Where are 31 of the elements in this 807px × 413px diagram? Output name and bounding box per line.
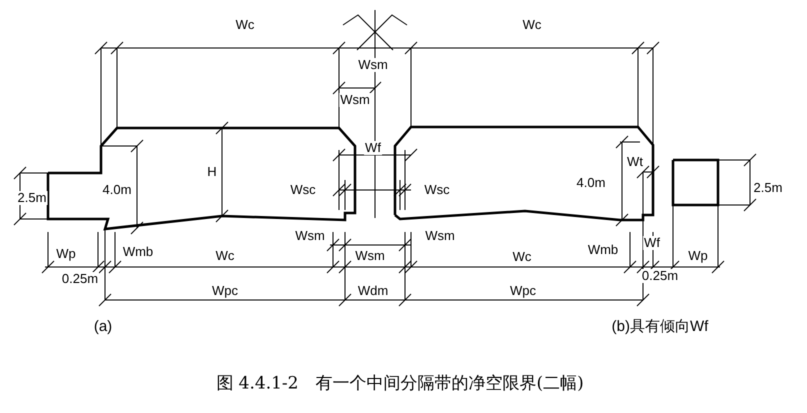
dimension-label: Wf	[643, 236, 661, 250]
dimension-label: Wc	[512, 250, 532, 264]
dimension-label: Wpc	[211, 284, 239, 298]
dimension-label: 2.5m	[752, 181, 784, 195]
dimension-label: Wsm	[424, 229, 456, 243]
dimension-label: Wsm	[294, 229, 326, 243]
dimension-label: Wf	[364, 141, 382, 155]
dimension-label: Wmb	[586, 243, 620, 257]
dimension-label: Wdm	[356, 284, 390, 298]
dimension-label: Wp	[687, 249, 709, 263]
dimension-label: H	[206, 165, 218, 179]
dimension-label: Wp	[55, 247, 77, 261]
dimension-label: 4.0m	[576, 176, 606, 190]
panel-label: (a)	[92, 320, 114, 334]
dimension-label: 4.0m	[102, 183, 132, 197]
dimension-label: Wsm	[357, 58, 389, 72]
panel-label: (b)具有倾向Wf	[610, 320, 710, 334]
dimension-label: Wsm	[339, 93, 371, 107]
dimension-label: Wmb	[122, 245, 154, 259]
dimension-label: 2.5m	[16, 191, 48, 205]
dimension-label: Wc	[214, 249, 236, 263]
dimension-label: Wc	[234, 18, 256, 32]
dimension-label: 0.25m	[640, 269, 680, 283]
dimension-label: Wpc	[509, 284, 537, 298]
figure-caption: 图 4.4.1-2 有一个中间分隔带的净空限界(二幅)	[216, 372, 584, 394]
dimension-label: Wsc	[423, 183, 451, 197]
dimension-label: Wc	[522, 18, 542, 32]
dimension-label: Wt	[626, 155, 644, 169]
dimension-label: 0.25m	[60, 272, 100, 286]
dimension-label: Wsc	[289, 183, 317, 197]
dimension-label: Wsm	[354, 249, 386, 263]
